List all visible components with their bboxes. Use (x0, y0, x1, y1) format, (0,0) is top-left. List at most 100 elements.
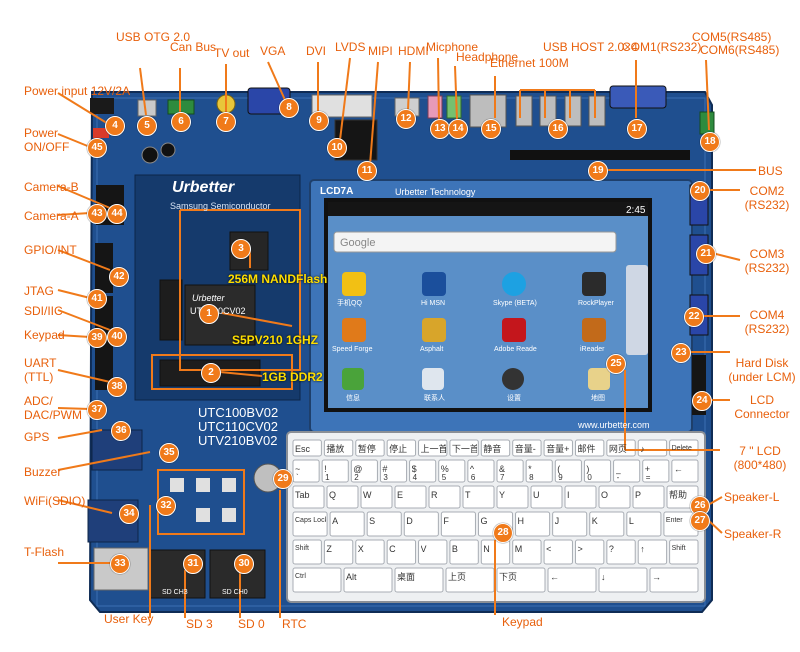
leader-line (57, 451, 151, 471)
usb-otg-port (137, 99, 157, 117)
usb-host-port-3 (564, 95, 582, 127)
keyboard-key-label: # (382, 464, 388, 474)
label-sdi: SDI/IIC (24, 304, 63, 318)
label-camera-a: Camera-A (24, 209, 79, 223)
keyboard-key-label: & (499, 464, 506, 474)
keyboard-key-label: K (591, 516, 598, 526)
leader-line (407, 61, 411, 111)
keyboard-key (480, 439, 511, 457)
callout-marker-35: 35 (159, 443, 179, 463)
keyboard-key-label: Shift (295, 545, 310, 552)
app-label-adobe: Adobe Reade (494, 346, 537, 353)
keyboard-key (512, 539, 542, 565)
cpu-outline (179, 209, 301, 371)
callout-marker-20: 20 (690, 181, 710, 201)
keyboard-key-label: ~ (295, 464, 301, 474)
keyboard-key-label: ! (324, 464, 327, 474)
keyboard-key (589, 511, 625, 537)
keyboard-key-label: 静音 (483, 444, 502, 454)
keyboard-key-label: C (389, 544, 396, 554)
keyboard-key (632, 485, 665, 509)
keyboard-key-label: < (546, 544, 552, 554)
keyboard-key (292, 511, 328, 537)
keyboard-key-label: Q (329, 490, 337, 500)
callout-marker-40: 40 (107, 327, 127, 347)
app-icon-speedforge (342, 318, 366, 342)
label-ddr: 1GB DDR2 (262, 370, 323, 384)
rs485-terminal (699, 111, 715, 135)
label-ethernet: Ethernet 100M (490, 56, 569, 70)
callout-marker-30: 30 (234, 554, 254, 574)
label-power-2: ON/OFF (24, 140, 70, 154)
leader-line (57, 289, 91, 299)
keyboard-key (598, 567, 648, 593)
keyboard-key-label: ↓ (601, 572, 606, 582)
label-can-bus: Can Bus (170, 40, 217, 54)
label-com2-2: (RS232) (744, 198, 790, 212)
keyboard-key (543, 439, 573, 457)
app-icon-qq (342, 272, 366, 296)
keyboard-key (292, 459, 320, 483)
board-brand: Urbetter (172, 179, 235, 196)
keyboard-key-label: 上页 (448, 572, 467, 582)
keyboard-key-label: B (451, 544, 458, 554)
callout-marker-14: 14 (448, 119, 468, 139)
leader-line (57, 407, 91, 410)
app-icon-maps (588, 368, 610, 390)
keyboard-key-label: ? (608, 544, 614, 554)
label-speaker-r: Speaker-R (724, 527, 782, 541)
keyboard-key-label: 音量+ (546, 444, 570, 454)
label-com4-1: COM4 (749, 308, 785, 322)
keyboard-key (669, 539, 699, 565)
callout-marker-36: 36 (111, 421, 131, 441)
label-buzzer: Buzzer (24, 465, 62, 479)
label-usb-host: USB HOST 2.0×4 (543, 40, 638, 54)
bus-header (510, 150, 690, 160)
keyboard-key (547, 567, 597, 593)
leader-line (707, 519, 723, 534)
keyboard-key-label: ^ (469, 464, 475, 474)
search-box (333, 231, 617, 253)
keyboard-key (355, 439, 385, 457)
keyboard-key-label: 桌面 (397, 572, 416, 582)
app-icon-rockplayer (582, 272, 606, 296)
callout-marker-41: 41 (87, 289, 107, 309)
lcd-model: LCD7A (320, 186, 354, 197)
keyboard-key (552, 511, 588, 537)
keyboard-key-label: Caps Lock (295, 517, 327, 524)
keyboard-key (496, 485, 529, 509)
callout-marker-23: 23 (671, 343, 691, 363)
keyboard-key-label: 网页 (608, 444, 627, 454)
leader-line (267, 61, 286, 101)
keyboard-key-label: ↑ (640, 544, 645, 554)
keyboard-key-label: * (528, 464, 532, 474)
app-label-maps: 地图 (591, 395, 605, 402)
capacitor-2 (160, 142, 176, 158)
user-key-1 (170, 478, 184, 492)
leader-line (57, 369, 111, 383)
keyboard-key-label: Z (326, 544, 332, 554)
keyboard-key-label: ♪ (640, 444, 645, 454)
keyboard-key (350, 459, 378, 483)
callout-marker-34: 34 (119, 504, 139, 524)
keyboard-key-sublabel: 8 (529, 473, 534, 482)
keyboard-key (449, 439, 479, 457)
app-icon-ireader (582, 318, 606, 342)
label-com3-2: (RS232) (744, 261, 790, 275)
keyboard-key (379, 459, 408, 483)
user-key-2 (196, 478, 210, 492)
keyboard-key (543, 539, 573, 565)
keyboard-key-label: Ctrl (295, 573, 306, 580)
app-label-speedforge: Speed Forge (332, 346, 373, 353)
keyboard-key (440, 511, 476, 537)
label-sd0: SD 0 (238, 617, 265, 631)
search-placeholder: Google (340, 237, 376, 249)
callout-marker-31: 31 (183, 554, 203, 574)
keyboard-key-label: X (357, 544, 364, 554)
keyboard-key (394, 567, 444, 593)
keyboard-key (574, 439, 605, 457)
keyboard-key-label: ← (673, 464, 683, 474)
callout-marker-24: 24 (692, 391, 712, 411)
label-headphone: Headphone (456, 50, 519, 64)
